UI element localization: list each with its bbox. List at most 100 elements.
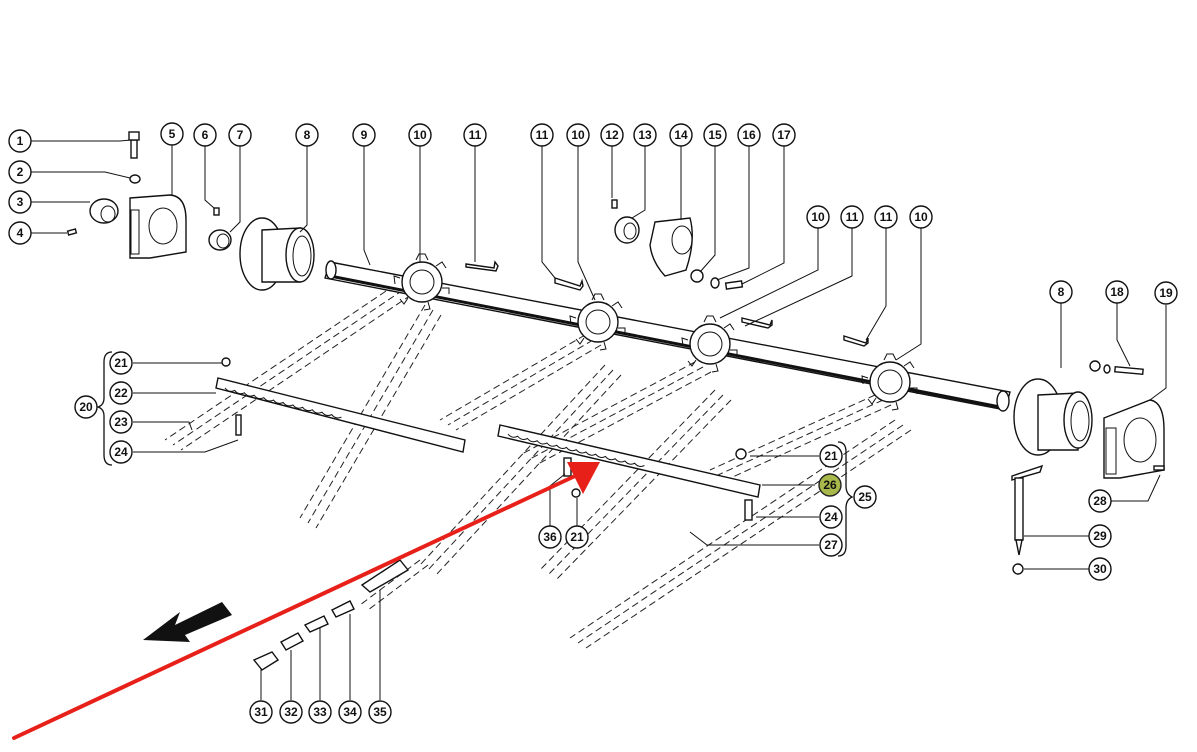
callout-35[interactable]: 35: [368, 700, 392, 724]
callout-5[interactable]: 5: [160, 122, 184, 146]
callout-20[interactable]: 20: [74, 395, 98, 419]
svg-text:15: 15: [708, 128, 722, 142]
callout-8-right[interactable]: 8: [1049, 280, 1073, 304]
callout-17[interactable]: 17: [772, 123, 796, 147]
chain-7: [709, 394, 892, 481]
svg-text:27: 27: [824, 538, 838, 552]
callout-34[interactable]: 34: [338, 700, 362, 724]
bearing-housing-part-14: [649, 217, 693, 277]
grub-screw-part-4: [66, 228, 78, 236]
chain-4: [419, 364, 622, 576]
callout-30[interactable]: 30: [1088, 557, 1112, 581]
callout-32[interactable]: 32: [279, 700, 303, 724]
callout-10-a[interactable]: 10: [408, 123, 432, 147]
svg-text:26: 26: [823, 478, 837, 492]
callout-23[interactable]: 23: [109, 410, 133, 434]
callout-15[interactable]: 15: [703, 123, 727, 147]
callout-13[interactable]: 13: [633, 123, 657, 147]
svg-text:14: 14: [674, 128, 688, 142]
svg-text:11: 11: [846, 210, 859, 224]
bolt-part-1: [128, 131, 140, 159]
keys: [465, 260, 869, 347]
callout-18[interactable]: 18: [1105, 280, 1129, 304]
callout-22[interactable]: 22: [109, 381, 133, 405]
callout-33[interactable]: 33: [308, 700, 332, 724]
callout-9[interactable]: 9: [352, 123, 376, 147]
svg-text:31: 31: [254, 705, 268, 719]
middle-bearing-parts: [611, 199, 744, 290]
svg-text:8: 8: [304, 128, 311, 142]
callout-24-a[interactable]: 24: [109, 440, 133, 464]
svg-text:33: 33: [313, 705, 327, 719]
svg-text:24: 24: [114, 445, 128, 459]
callout-21-a[interactable]: 21: [109, 351, 133, 375]
callout-31[interactable]: 31: [249, 700, 273, 724]
right-bearing-parts: [1011, 360, 1165, 575]
callout-11-c[interactable]: 11: [840, 205, 864, 229]
callout-29[interactable]: 29: [1088, 524, 1112, 548]
sprocket-3: [681, 315, 738, 373]
link-part-31: [252, 651, 280, 671]
callout-10-c[interactable]: 10: [806, 205, 830, 229]
callout-24-b[interactable]: 24: [819, 505, 843, 529]
callout-1[interactable]: 1: [8, 129, 32, 153]
callout-21-b[interactable]: 21: [819, 444, 843, 468]
svg-text:35: 35: [373, 705, 387, 719]
callout-11-a[interactable]: 11: [463, 123, 487, 147]
nut-part-18a: [1089, 360, 1101, 372]
slat-part-23: [215, 357, 466, 453]
right-flange-part-8: [1013, 378, 1093, 456]
callout-11-b[interactable]: 11: [530, 123, 554, 147]
svg-text:11: 11: [880, 210, 893, 224]
conveyor-chains: [164, 284, 912, 649]
callout-27[interactable]: 27: [819, 533, 843, 557]
svg-text:9: 9: [361, 128, 368, 142]
callout-14[interactable]: 14: [669, 123, 693, 147]
washer-part-18b: [1103, 364, 1111, 374]
callout-10-d[interactable]: 10: [909, 205, 933, 229]
callout-6[interactable]: 6: [193, 123, 217, 147]
screw-part-28: [1153, 465, 1165, 471]
chain-3: [439, 334, 602, 431]
left-bearing-parts: [66, 131, 232, 259]
callout-36[interactable]: 36: [538, 525, 562, 549]
callout-16[interactable]: 16: [737, 123, 761, 147]
callout-4[interactable]: 4: [8, 221, 32, 245]
svg-text:10: 10: [914, 210, 928, 224]
callout-8-left[interactable]: 8: [295, 123, 319, 147]
svg-text:21: 21: [114, 356, 128, 370]
callout-26-highlighted[interactable]: 26: [818, 473, 842, 497]
key-2: [554, 277, 584, 291]
key-3: [741, 317, 773, 329]
brace-group-20: [95, 351, 113, 466]
callout-10-b[interactable]: 10: [566, 123, 590, 147]
link-part-35: [360, 559, 410, 593]
nut-part-15: [690, 269, 704, 283]
svg-text:21: 21: [824, 449, 838, 463]
callout-25[interactable]: 25: [853, 485, 877, 509]
callout-7[interactable]: 7: [228, 123, 252, 147]
svg-text:19: 19: [1159, 286, 1173, 300]
screw-part-6: [213, 207, 220, 216]
callout-11-d[interactable]: 11: [874, 205, 898, 229]
red-arrow-shaft: [12, 474, 577, 740]
svg-text:13: 13: [638, 128, 652, 142]
chain-6: [539, 389, 732, 581]
sprocket-4: [861, 353, 918, 411]
sprockets: [393, 253, 918, 411]
sprocket-2: [569, 293, 626, 351]
callout-2[interactable]: 2: [8, 160, 32, 184]
svg-text:28: 28: [1093, 494, 1107, 508]
svg-text:11: 11: [469, 128, 482, 142]
callout-12[interactable]: 12: [600, 123, 624, 147]
svg-text:8: 8: [1058, 285, 1065, 299]
callout-3[interactable]: 3: [8, 190, 32, 214]
callout-19[interactable]: 19: [1154, 281, 1178, 305]
callout-28[interactable]: 28: [1088, 489, 1112, 513]
svg-text:17: 17: [777, 128, 791, 142]
svg-text:24: 24: [824, 510, 838, 524]
housing-part-5: [129, 194, 187, 259]
adjuster-part-3: [89, 198, 119, 224]
callout-21-c[interactable]: 21: [565, 525, 589, 549]
washer-part-16: [710, 277, 720, 289]
